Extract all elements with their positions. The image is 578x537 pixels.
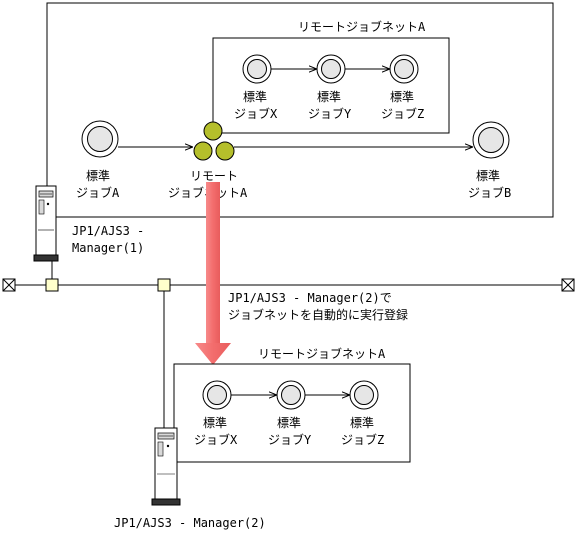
job-y-label-bottom-line1: 標準 — [277, 415, 301, 430]
network-terminator-left-icon — [2, 278, 16, 292]
job-x-label-bottom-line2: ジョブX — [194, 432, 238, 447]
job-a-label-line2: ジョブA — [76, 185, 120, 200]
remote-jobnet-title-bottom: リモートジョブネットA — [258, 346, 386, 361]
job-y-node-bottom — [276, 380, 306, 410]
remote-jobnet-icon — [193, 121, 235, 161]
job-z-node-bottom — [349, 380, 379, 410]
job-y-label-bottom-line2: ジョブY — [268, 432, 312, 447]
job-z-label-top-line2: ジョブZ — [381, 106, 424, 121]
transfer-arrow — [195, 182, 231, 365]
job-z-label-bottom-line2: ジョブZ — [341, 432, 384, 447]
remote-jobnet-box-bottom — [173, 363, 411, 463]
job-b-node — [472, 121, 510, 159]
job-x-node-top — [242, 54, 272, 84]
transfer-note-line2: ジョブネットを自動的に実行登録 — [228, 307, 408, 322]
job-z-node-top — [389, 54, 419, 84]
transfer-note-line1: JP1/AJS3 - Manager(2)で — [228, 291, 392, 305]
job-y-label-top-line1: 標準 — [317, 89, 341, 104]
remote-jobnet-label-line1: リモート — [190, 169, 238, 183]
job-x-label-bottom-line1: 標準 — [203, 415, 227, 430]
job-x-label-top-line2: ジョブX — [234, 106, 278, 121]
remote-jobnet-title-top: リモートジョブネットA — [298, 19, 426, 34]
remote-jobnet-box-top — [212, 37, 450, 134]
server-tower-icon-2 — [151, 427, 181, 506]
job-y-node-top — [316, 54, 346, 84]
job-z-label-top-line1: 標準 — [390, 89, 414, 104]
job-z-label-bottom-line1: 標準 — [350, 415, 374, 430]
job-a-label-line1: 標準 — [86, 168, 110, 183]
job-b-label-line1: 標準 — [476, 168, 500, 183]
server-tower-icon-1 — [33, 185, 59, 262]
job-x-label-top-line1: 標準 — [243, 89, 267, 104]
job-a-node — [81, 120, 119, 158]
job-b-label-line2: ジョブB — [468, 185, 511, 200]
server2-connector — [157, 278, 171, 292]
server1-label-line1: JP1/AJS3 - — [72, 224, 144, 238]
server1-label-line2: Manager(1) — [72, 241, 144, 255]
job-y-label-top-line2: ジョブY — [308, 106, 352, 121]
server2-label: JP1/AJS3 - Manager(2) — [114, 516, 266, 530]
server1-connector — [45, 278, 59, 292]
network-terminator-right-icon — [561, 278, 575, 292]
job-x-node-bottom — [202, 380, 232, 410]
